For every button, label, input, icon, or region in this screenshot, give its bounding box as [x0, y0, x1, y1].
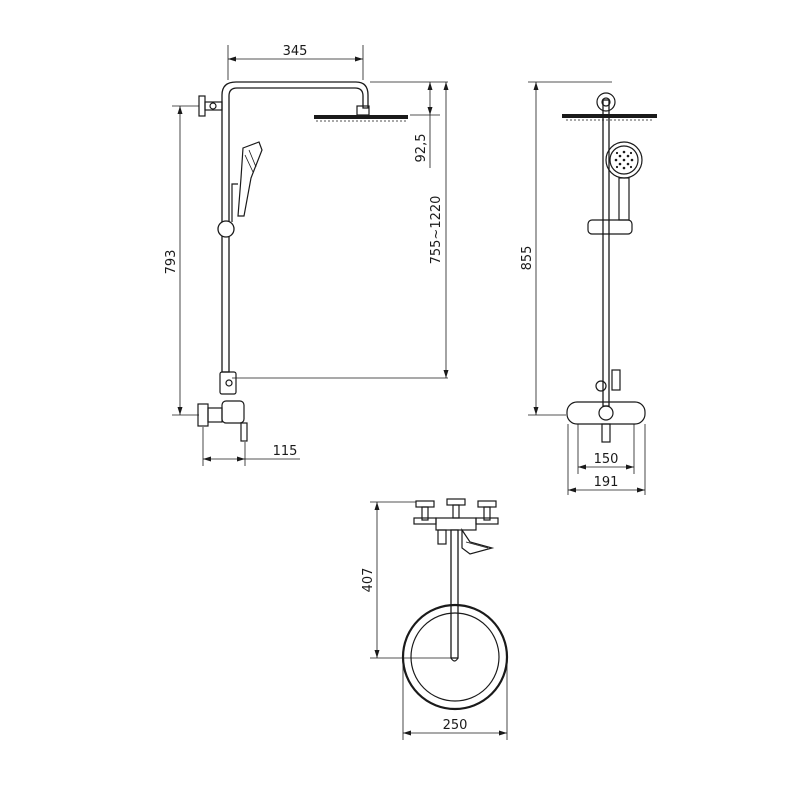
dim-head-drop: 92,5: [414, 134, 429, 163]
dim-depth: 407: [361, 568, 376, 593]
rain-shower-head-side: [314, 105, 408, 122]
top-dimensions: 407 250: [361, 501, 508, 740]
dim-arm-length: 345: [283, 44, 308, 59]
rain-shower-head-front: [562, 92, 657, 121]
side-dimensions: 345 92,5 755~1220 793 115: [164, 44, 449, 466]
mixer-valve-side: [197, 400, 248, 442]
hand-shower-front: [605, 141, 643, 221]
dim-wall-offset: 115: [273, 444, 298, 459]
dim-total-height-side: 793: [164, 250, 179, 275]
top-view: 407 250: [361, 498, 509, 740]
diverter-side: [219, 371, 237, 395]
diverter-front: [595, 369, 621, 392]
upper-wall-bracket: [198, 95, 223, 117]
mixer-valve-top: [413, 498, 499, 555]
dim-valve-centers: 150: [594, 452, 619, 467]
dim-valve-width: 191: [594, 475, 619, 490]
front-riser: [602, 99, 610, 407]
arm-end: [450, 657, 459, 662]
dim-head-diameter: 250: [443, 718, 468, 733]
rain-shower-head-top: [401, 603, 509, 711]
front-view: 855 150 191: [520, 81, 657, 495]
front-dimensions: 855 150 191: [520, 81, 646, 495]
dim-total-height-front: 855: [520, 246, 535, 271]
top-arm: [450, 529, 459, 659]
dim-height-adjust: 755~1220: [429, 196, 444, 265]
mixer-valve-front: [566, 401, 646, 443]
hand-shower-side: [231, 141, 263, 222]
side-view: 345 92,5 755~1220 793 115: [164, 44, 449, 466]
overhead-arm: [221, 81, 369, 373]
slider-front: [587, 219, 633, 235]
slider-side: [217, 220, 235, 238]
